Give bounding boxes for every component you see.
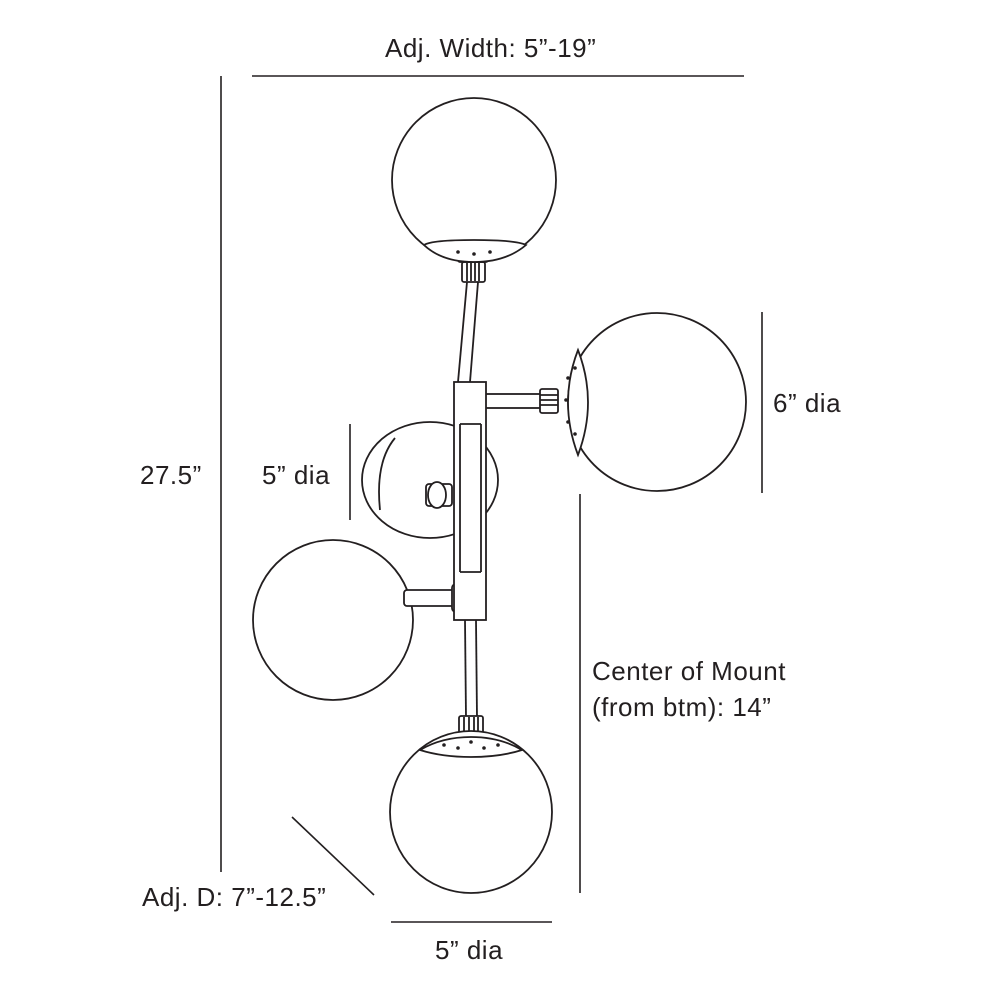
left-globe <box>252 539 471 701</box>
bottom-arm <box>458 619 484 739</box>
right-arm <box>483 388 559 414</box>
right-globe <box>564 312 747 492</box>
right-globe-dia-label: 6” dia <box>773 388 842 418</box>
adj-depth-label: Adj. D: 7”-12.5” <box>142 882 327 912</box>
top-globe <box>391 97 557 263</box>
depth-dimension-line <box>291 816 375 896</box>
center-mount-label-line2: (from btm): 14” <box>592 692 772 722</box>
left-globe-dia-label: 5” dia <box>262 460 331 490</box>
bottom-globe-dia-label: 5” dia <box>435 935 504 965</box>
height-label: 27.5” <box>140 460 202 490</box>
adj-width-label: Adj. Width: 5”-19” <box>385 33 597 63</box>
top-arm <box>457 251 489 383</box>
center-mount-label-line1: Center of Mount <box>592 656 786 686</box>
center-stem <box>453 381 487 621</box>
bottom-globe <box>389 730 553 894</box>
